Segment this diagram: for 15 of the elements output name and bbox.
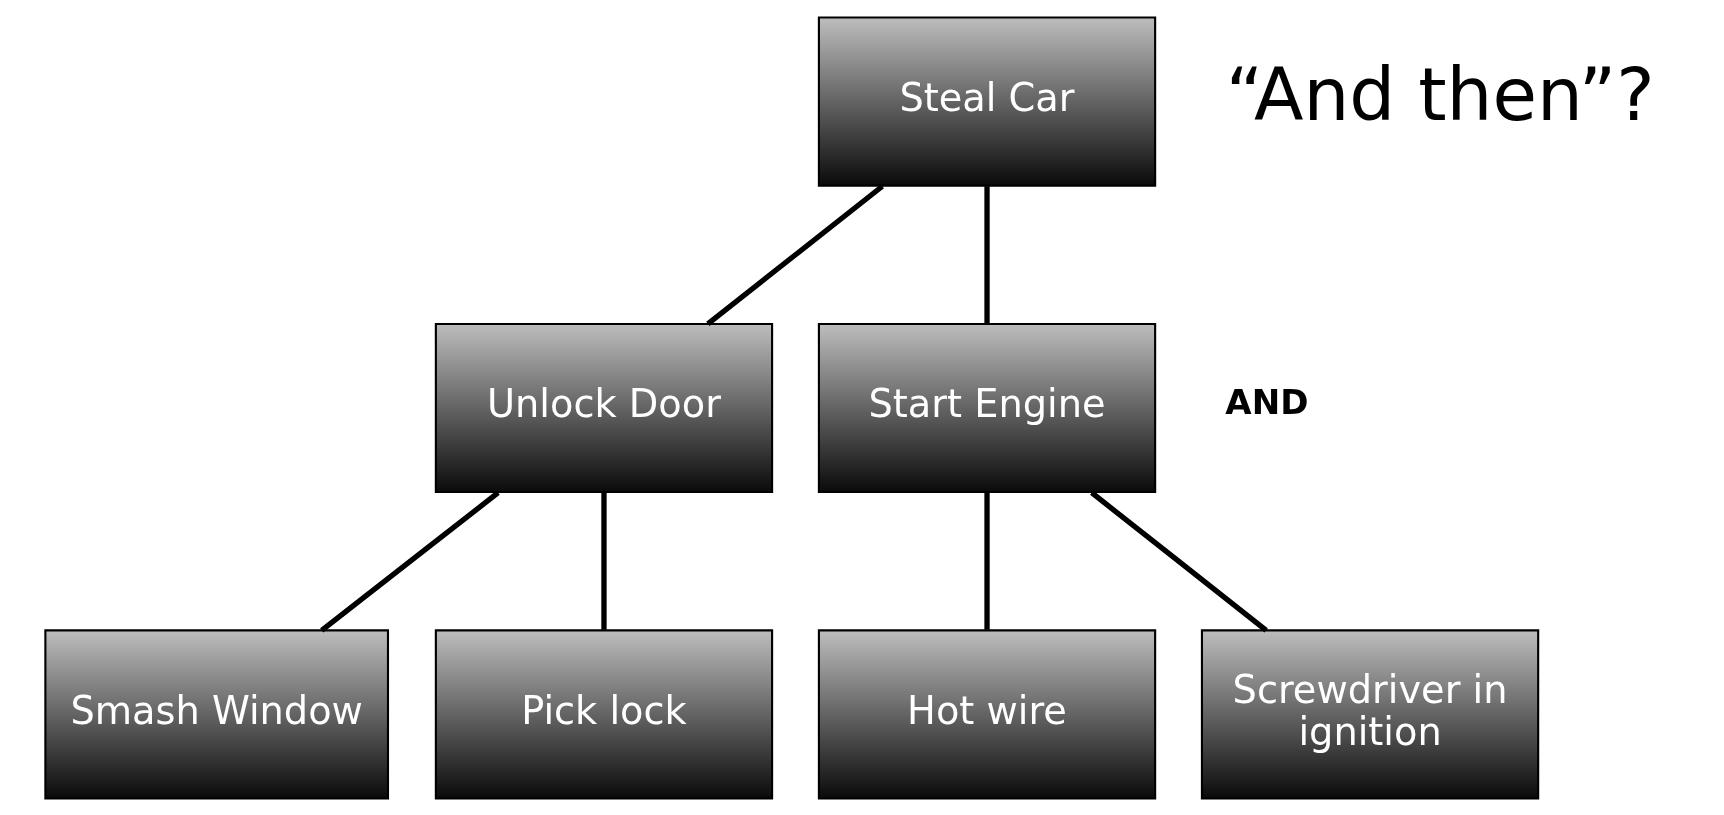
connector: [984, 492, 990, 630]
node-box: Unlock Door: [434, 322, 774, 493]
connector: [706, 183, 884, 326]
connector: [320, 490, 500, 632]
node-box: Smash Window: [44, 628, 390, 800]
node-box: Hot wire: [817, 628, 1157, 800]
node-box: Screwdriver in ignition: [1200, 628, 1540, 800]
label: “And then”?: [1225, 52, 1655, 137]
node-box: Start Engine: [817, 322, 1157, 493]
label: AND: [1225, 381, 1309, 422]
connector: [601, 492, 607, 630]
connector: [1090, 490, 1268, 632]
node-box: Pick lock: [434, 628, 774, 800]
node-box: Steal Car: [817, 15, 1157, 187]
connector: [984, 185, 990, 323]
